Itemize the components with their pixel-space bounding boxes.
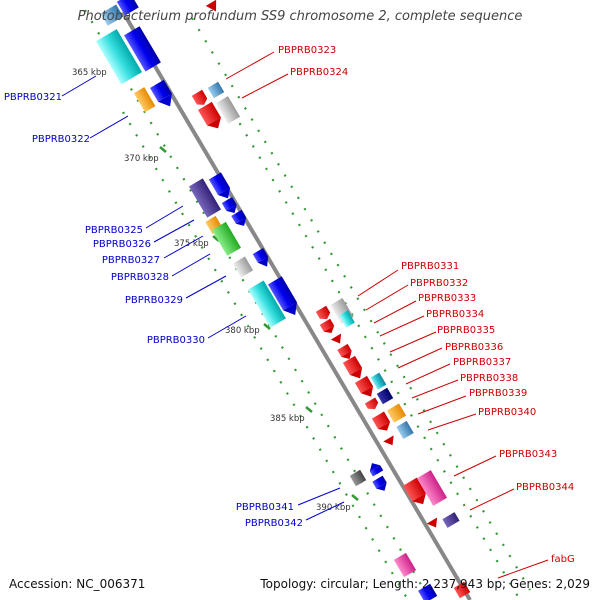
tick-label: 375 kbp	[174, 239, 209, 249]
gene-feature	[150, 79, 172, 107]
gene-feature	[364, 397, 379, 410]
gene-feature	[207, 81, 225, 99]
gene-feature	[383, 435, 394, 446]
gene-feature	[426, 517, 438, 528]
gene-label-left[interactable]: PBPRB0321	[4, 92, 62, 103]
gene-label-left[interactable]: PBPRB0328	[111, 272, 169, 283]
gene-label-left[interactable]: PBPRB0341	[236, 502, 294, 513]
gene-feature	[205, 0, 217, 12]
gene-feature	[349, 469, 367, 487]
gene-label-left[interactable]: PBPRB0326	[93, 239, 151, 250]
gene-feature	[100, 0, 139, 26]
gene-feature	[369, 463, 384, 477]
tick-label: 385 kbp	[270, 414, 305, 424]
gene-label-left[interactable]: PBPRB0329	[125, 295, 183, 306]
gene-label-right[interactable]: PBPRB0338	[460, 373, 518, 384]
gene-feature	[337, 343, 352, 360]
gene-label-left[interactable]: PBPRB0322	[32, 134, 90, 145]
gene-feature	[215, 96, 241, 124]
gene-feature	[386, 403, 407, 423]
gene-feature	[370, 372, 387, 390]
gene-label-right[interactable]: PBPRB0339	[469, 388, 527, 399]
gene-feature	[208, 172, 231, 199]
gene-feature	[188, 178, 222, 218]
gene-label-right[interactable]: fabG	[551, 554, 575, 565]
gene-label-left[interactable]: PBPRB0342	[245, 518, 303, 529]
gene-label-right[interactable]: PBPRB0340	[478, 407, 536, 418]
right-features	[191, 0, 471, 599]
gene-label-right[interactable]: PBPRB0336	[445, 342, 503, 353]
tick-label: 365 kbp	[72, 68, 107, 78]
gene-label-right[interactable]: PBPRB0324	[290, 67, 348, 78]
gene-feature	[221, 197, 237, 214]
topology-text: Topology: circular; Length: 2,237,943 bp…	[260, 577, 590, 591]
gene-label-right[interactable]: PBPRB0337	[453, 357, 511, 368]
gene-feature	[212, 221, 242, 256]
gene-feature	[371, 411, 391, 431]
chromosome-backbone	[121, 10, 472, 600]
gene-feature	[315, 305, 331, 320]
gene-feature	[376, 387, 394, 405]
gene-feature	[133, 87, 156, 113]
gene-feature	[442, 512, 460, 528]
gene-feature	[319, 318, 335, 334]
tick-label: 390 kbp	[316, 503, 351, 513]
gene-feature	[232, 256, 254, 278]
gene-feature	[124, 26, 161, 72]
gene-feature	[418, 583, 438, 600]
gene-feature	[393, 552, 417, 578]
map-title: Photobacterium profundum SS9 chromosome …	[77, 9, 523, 24]
gene-feature	[231, 209, 247, 226]
left-features	[95, 0, 438, 600]
tick-label: 370 kbp	[124, 154, 159, 164]
gene-label-left[interactable]: PBPRB0325	[85, 225, 143, 236]
gene-label-right[interactable]: PBPRB0335	[437, 325, 495, 336]
gene-feature	[416, 470, 448, 506]
tick-label: 380 kbp	[225, 326, 260, 336]
gene-label-right[interactable]: PBPRB0332	[410, 278, 468, 289]
gene-feature	[342, 355, 363, 379]
gene-feature	[252, 248, 269, 267]
left-leaders	[61, 75, 345, 521]
gene-feature	[267, 276, 297, 315]
accession-text: Accession: NC_006371	[9, 577, 146, 591]
gene-label-left[interactable]: PBPRB0327	[102, 255, 160, 266]
gene-label-right[interactable]: PBPRB0344	[516, 482, 574, 493]
gene-feature	[339, 310, 355, 328]
gene-feature	[198, 101, 221, 129]
gene-feature	[354, 375, 374, 397]
gene-feature	[372, 475, 387, 491]
gene-feature	[330, 333, 342, 344]
gene-label-right[interactable]: PBPRB0323	[278, 45, 336, 56]
gene-feature	[191, 89, 208, 105]
gene-label-right[interactable]: PBPRB0331	[401, 261, 459, 272]
gene-label-right[interactable]: PBPRB0333	[418, 293, 476, 304]
gene-feature	[248, 280, 286, 328]
right-leaders	[225, 51, 549, 579]
gene-feature	[95, 29, 143, 85]
gene-label-left[interactable]: PBPRB0330	[147, 335, 205, 346]
gene-feature	[453, 581, 471, 599]
gene-label-right[interactable]: PBPRB0343	[499, 449, 557, 460]
gene-feature	[396, 420, 414, 440]
gene-label-right[interactable]: PBPRB0334	[426, 309, 484, 320]
